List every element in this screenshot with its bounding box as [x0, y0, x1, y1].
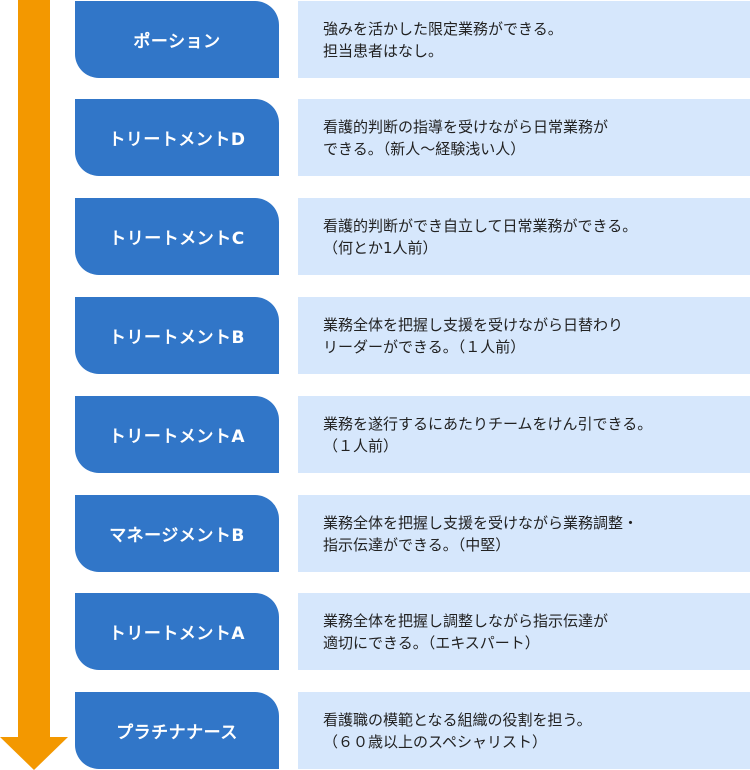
level-label: トリートメントA — [75, 396, 279, 473]
description-line-1: 業務全体を把握し調整しながら指示伝達が — [323, 611, 609, 630]
level-row: マネージメントB 業務全体を把握し支援を受けながら業務調整・ 指示伝達ができる。… — [75, 495, 750, 572]
description-line-1: 業務全体を把握し支援を受けながら業務調整・ — [323, 513, 639, 532]
level-description: 業務全体を把握し調整しながら指示伝達が 適切にできる。（エキスパート） — [298, 593, 750, 670]
level-label: マネージメントB — [75, 495, 279, 572]
description-line-1: 看護的判断ができ自立して日常業務ができる。 — [323, 216, 638, 235]
description-line-2: （６０歳以上のスペシャリスト） — [323, 732, 547, 751]
description-line-2: （１人前） — [323, 436, 399, 455]
level-row: トリートメントA 業務全体を把握し調整しながら指示伝達が 適切にできる。（エキス… — [75, 593, 750, 670]
description-line-2: リーダーができる。（１人前） — [323, 337, 526, 356]
description-line-2: （何とか1人前） — [323, 238, 438, 257]
level-row: ポーション 強みを活かした限定業務ができる。 担当患者はなし。 — [75, 1, 750, 78]
level-label: ポーション — [75, 1, 279, 78]
description-line-1: 業務全体を把握し支援を受けながら日替わり — [323, 315, 624, 334]
level-description: 業務を遂行するにあたりチームをけん引できる。 （１人前） — [298, 396, 750, 473]
level-label: トリートメントA — [75, 593, 279, 670]
level-description: 強みを活かした限定業務ができる。 担当患者はなし。 — [298, 1, 750, 78]
description-line-2: 適切にできる。（エキスパート） — [323, 633, 540, 652]
description-line-2: 担当患者はなし。 — [323, 41, 444, 60]
description-line-1: 看護的判断の指導を受けながら日常業務が — [323, 117, 609, 136]
description-line-1: 強みを活かした限定業務ができる。 — [323, 19, 563, 38]
description-line-1: 看護職の模範となる組織の役割を担う。 — [323, 710, 592, 729]
description-line-2: できる。（新人〜経験浅い人） — [323, 139, 526, 158]
level-description: 看護的判断の指導を受けながら日常業務が できる。（新人〜経験浅い人） — [298, 99, 750, 176]
level-description: 看護的判断ができ自立して日常業務ができる。 （何とか1人前） — [298, 198, 750, 275]
description-line-1: 業務を遂行するにあたりチームをけん引できる。 — [323, 414, 653, 433]
level-description: 業務全体を把握し支援を受けながら業務調整・ 指示伝達ができる。（中堅） — [298, 495, 750, 572]
level-row: トリートメントA 業務を遂行するにあたりチームをけん引できる。 （１人前） — [75, 396, 750, 473]
level-row: プラチナナース 看護職の模範となる組織の役割を担う。 （６０歳以上のスペシャリス… — [75, 692, 750, 769]
progression-arrow-shaft — [18, 0, 50, 738]
level-row: トリートメントC 看護的判断ができ自立して日常業務ができる。 （何とか1人前） — [75, 198, 750, 275]
level-label: トリートメントD — [75, 99, 279, 176]
level-label: プラチナナース — [75, 692, 279, 769]
level-description: 業務全体を把握し支援を受けながら日替わり リーダーができる。（１人前） — [298, 297, 750, 374]
level-row: トリートメントB 業務全体を把握し支援を受けながら日替わり リーダーができる。（… — [75, 297, 750, 374]
level-row: トリートメントD 看護的判断の指導を受けながら日常業務が できる。（新人〜経験浅… — [75, 99, 750, 176]
description-line-2: 指示伝達ができる。（中堅） — [323, 535, 511, 554]
arrow-down-icon — [0, 737, 68, 770]
level-description: 看護職の模範となる組織の役割を担う。 （６０歳以上のスペシャリスト） — [298, 692, 750, 769]
level-label: トリートメントB — [75, 297, 279, 374]
level-label: トリートメントC — [75, 198, 279, 275]
